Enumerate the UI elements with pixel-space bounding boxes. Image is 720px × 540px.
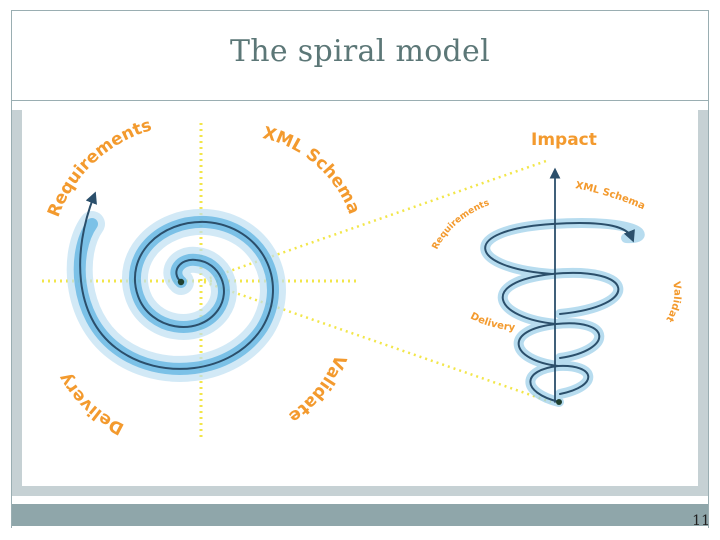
projection-guides <box>203 158 552 404</box>
footer-bar <box>12 504 708 526</box>
label-xml-schema-3d-path: XML Schema <box>574 180 646 212</box>
spiral-3d-band-back <box>480 218 645 407</box>
label-xml-schema-2d-path: XML Schema <box>261 123 364 217</box>
label-delivery-2d: Delivery <box>55 369 127 438</box>
slide-title: The spiral model <box>229 34 491 69</box>
frame-left-line <box>11 10 12 528</box>
frame-right-line <box>708 10 709 528</box>
frame-top-line <box>11 10 709 11</box>
quadrant-guides <box>42 123 356 440</box>
label-xml-schema-2d: XML Schema <box>261 123 364 217</box>
label-xml-schema-3d: XML Schema <box>574 180 646 212</box>
spiral-3d-base-dot <box>556 399 562 405</box>
label-delivery-2d-path: Delivery <box>55 369 127 438</box>
label-validate-2d: Validate <box>285 352 350 427</box>
spiral-3d <box>480 167 645 407</box>
spiral-2d-core <box>79 191 274 370</box>
spiral-2d-origin-dot <box>177 278 185 286</box>
spiral-3d-core <box>484 221 632 403</box>
title-divider <box>11 100 709 101</box>
label-requirements-2d: Requirements <box>44 115 154 219</box>
impact-axis-label: Impact <box>531 130 597 150</box>
spiral-2d <box>66 191 286 382</box>
label-requirements-2d-path: Requirements <box>44 115 154 219</box>
page-number: 11 <box>692 513 710 529</box>
label-validate-2d-path: Validate <box>285 352 350 427</box>
